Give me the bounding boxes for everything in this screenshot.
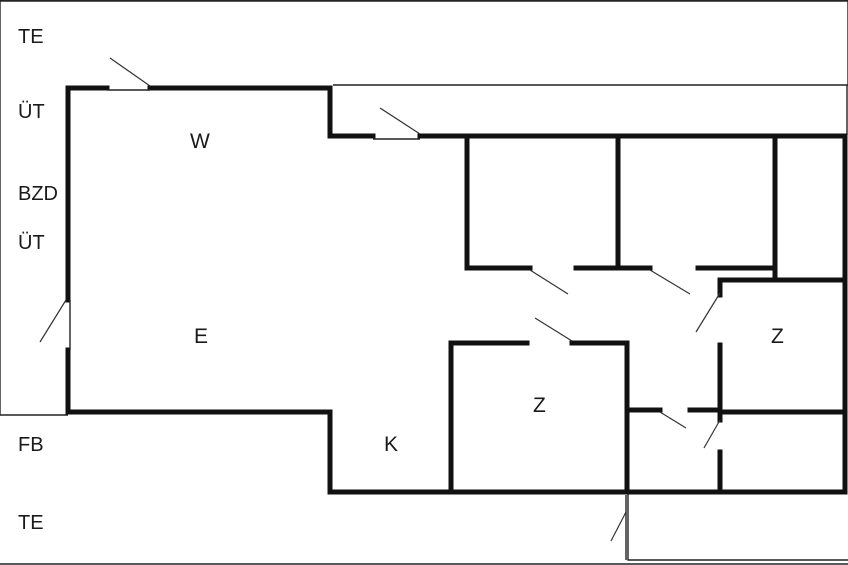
side-label-bzd: BZD — [18, 183, 58, 205]
side-label-fb: FB — [18, 434, 44, 456]
room-label-e: E — [194, 325, 208, 348]
side-label-ut-lower: ÜT — [18, 232, 45, 254]
side-label-ut-upper: ÜT — [18, 101, 45, 123]
interior-walls — [448, 133, 848, 495]
main-walls — [65, 85, 848, 495]
door-swings — [39, 57, 721, 560]
side-label-te-bottom: TE — [18, 512, 44, 534]
room-labels: W E K Z Z — [190, 130, 784, 456]
side-labels: TE ÜT BZD ÜT FB TE — [18, 26, 58, 534]
room-label-z-center: Z — [533, 394, 546, 417]
room-label-z-right: Z — [771, 325, 784, 348]
side-label-te-top: TE — [18, 26, 44, 48]
room-label-k: K — [384, 433, 398, 456]
room-label-w: W — [190, 130, 210, 153]
